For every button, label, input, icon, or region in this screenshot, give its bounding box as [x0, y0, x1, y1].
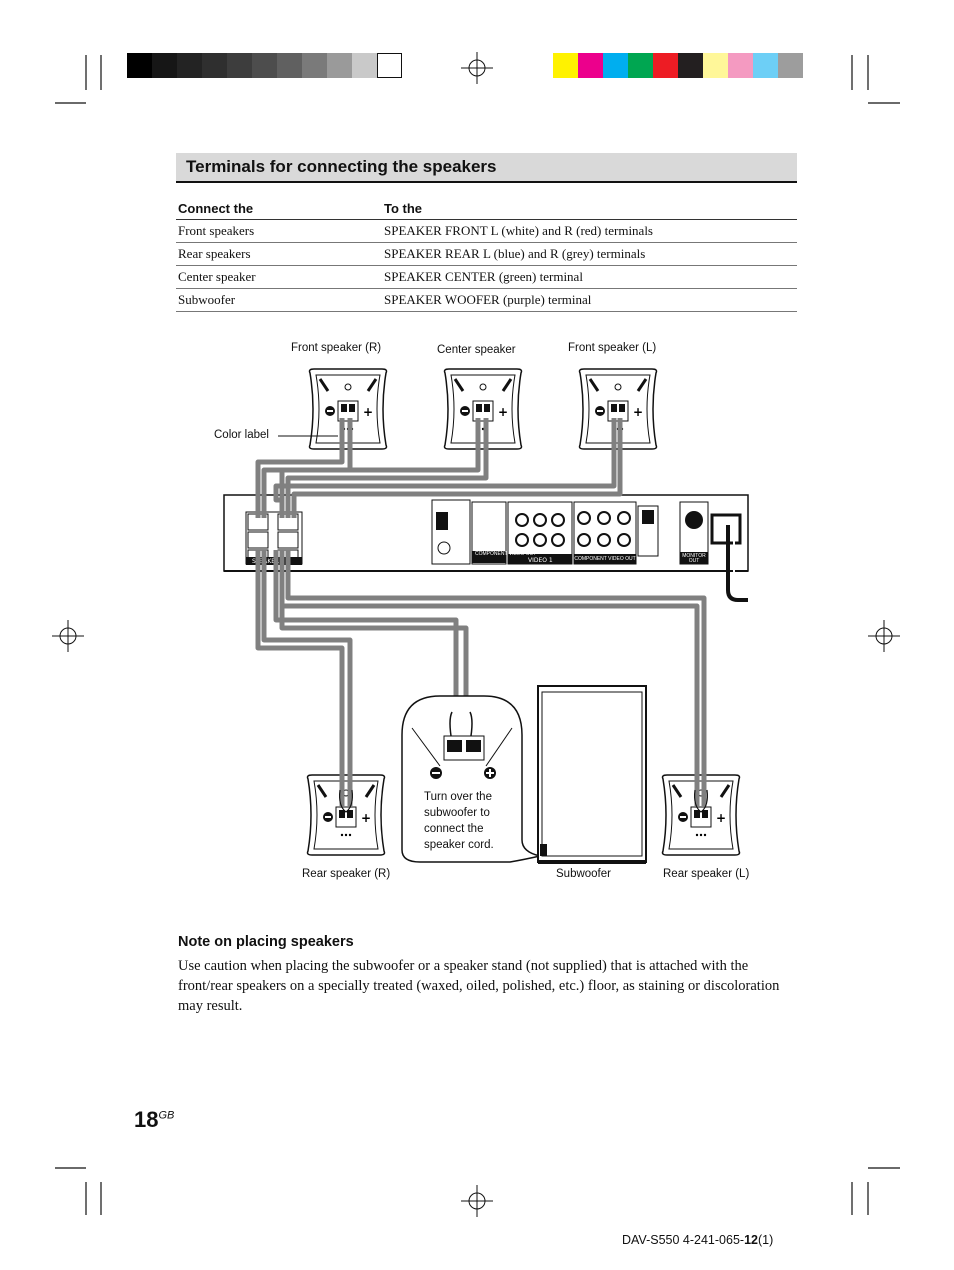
note-title: Note on placing speakers [178, 934, 354, 950]
gray-swatch [127, 53, 152, 78]
section-title: Terminals for connecting the speakers [186, 157, 497, 176]
footer-code-tail: (1) [757, 1233, 774, 1247]
page-number-suffix: GB [158, 1109, 175, 1122]
gray-swatch [277, 53, 302, 78]
table-cell: Rear speakers [176, 242, 382, 266]
footer-model-code: DAV-S550 4-241-065-12(1) [622, 1233, 773, 1247]
table-cell: SPEAKER CENTER (green) terminal [382, 265, 797, 289]
rear-speaker-left-label: Rear speaker (L) [663, 868, 750, 880]
cable-ends [339, 789, 708, 813]
center-speaker-label: Center speaker [437, 344, 516, 356]
table-row: Rear speakers SPEAKER REAR L (blue) and … [176, 242, 797, 266]
table-row: Front speakers SPEAKER FRONT L (white) a… [176, 219, 797, 243]
receiver-rear-panel: SPEAKER VIDEO 1 [223, 494, 749, 602]
table-cell: SPEAKER REAR L (blue) and R (grey) termi… [382, 242, 797, 266]
note-body: Use caution when placing the subwoofer o… [178, 958, 780, 1014]
column-header: To the [382, 198, 797, 220]
color-swatch [678, 53, 703, 78]
page-number: 18GB [134, 1107, 174, 1133]
connection-table: Connect the To the Front speakers SPEAKE… [176, 198, 797, 312]
color-swatch [753, 53, 778, 78]
gray-swatch [327, 53, 352, 78]
table-cell: SPEAKER WOOFER (purple) terminal [382, 288, 797, 312]
color-swatch [728, 53, 753, 78]
color-swatch [778, 53, 803, 78]
gray-swatch [352, 53, 377, 78]
table-row: Subwoofer SPEAKER WOOFER (purple) termin… [176, 288, 797, 312]
panel-component-label: COMPONENT VIDEO OUT [475, 551, 536, 557]
front-speaker-right-label: Front speaker (R) [291, 342, 382, 354]
footer-model: DAV-S550 4-241-065- [622, 1233, 745, 1247]
rear-speaker-right-label: Rear speaker (R) [302, 868, 391, 880]
rear-speaker-left [661, 773, 741, 857]
rear-speaker-right [306, 773, 386, 857]
table-cell: SPEAKER FRONT L (white) and R (red) term… [382, 219, 797, 243]
subwoofer-callout [401, 695, 541, 863]
subwoofer-label: Subwoofer [556, 868, 611, 880]
gray-swatch [252, 53, 277, 78]
registration-target [52, 52, 900, 1217]
color-swatch [653, 53, 678, 78]
footer-code: 12 [744, 1233, 758, 1247]
color-swatch [628, 53, 653, 78]
section-header: Terminals for connecting the speakers [176, 153, 797, 183]
speaker-cables [255, 418, 707, 808]
panel-video1-label: VIDEO 1 [528, 557, 553, 564]
gray-swatch [202, 53, 227, 78]
color-swatch [578, 53, 603, 78]
panel-monitor-label: MONITOR OUT [682, 553, 706, 564]
table-cell: Center speaker [176, 265, 382, 289]
gray-swatch [377, 53, 402, 78]
color-swatch [703, 53, 728, 78]
gray-swatch [152, 53, 177, 78]
color-swatch [603, 53, 628, 78]
gray-swatch [177, 53, 202, 78]
subwoofer-callout-text: Turn over the subwoofer to connect the s… [424, 791, 494, 851]
subwoofer-box [537, 685, 647, 864]
front-speaker-left-label: Front speaker (L) [568, 342, 657, 354]
table-cell: Front speakers [176, 219, 382, 243]
gray-swatch [227, 53, 252, 78]
table-header-row: Connect the To the [176, 198, 797, 220]
page-number-value: 18 [134, 1107, 159, 1132]
column-header: Connect the [176, 198, 382, 220]
table-row: Center speaker SPEAKER CENTER (green) te… [176, 265, 797, 289]
color-label-text: Color label [214, 429, 269, 441]
color-swatch [553, 53, 578, 78]
center-speaker [443, 367, 523, 451]
gray-swatch [302, 53, 327, 78]
table-cell: Subwoofer [176, 288, 382, 312]
panel-component-label-2: COMPONENT VIDEO OUT [574, 556, 636, 562]
